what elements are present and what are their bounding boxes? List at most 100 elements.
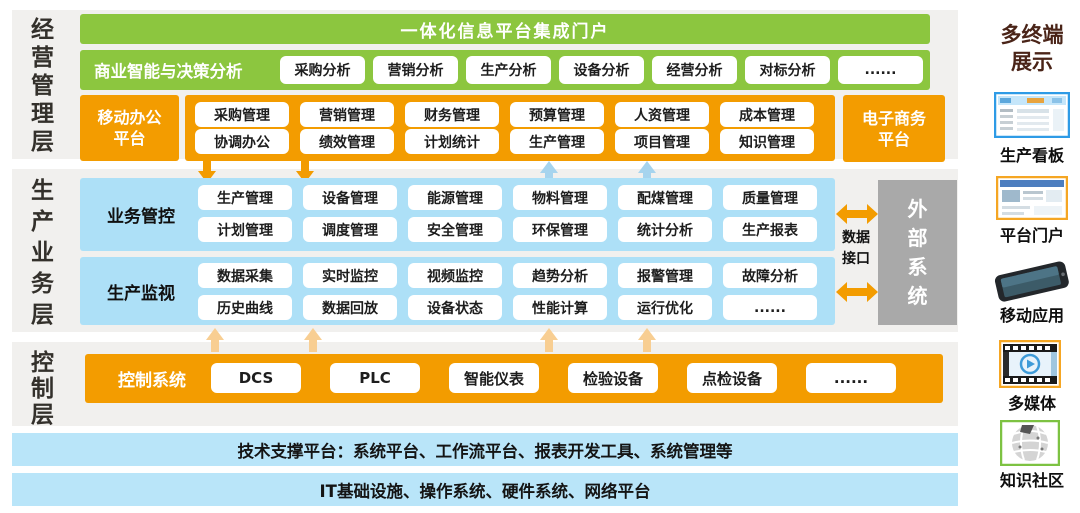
bi-bar-label: 商业智能与决策分析	[94, 62, 243, 81]
business-control-chip: 设备管理	[303, 185, 397, 210]
production-monitor-chip: 运行优化	[618, 295, 712, 320]
it-infrastructure-text: IT基础设施、操作系统、硬件系统、网络平台	[319, 481, 651, 501]
knowledge-community-icon	[1000, 420, 1060, 466]
mobile-office-chip: 人资管理	[615, 102, 709, 127]
bi-analysis-chip: 采购分析	[280, 56, 365, 84]
support-platform-bar: 技术支撑平台：系统平台、工作流平台、报表开发工具、系统管理等	[12, 433, 958, 466]
up-arrow-icon	[304, 328, 322, 352]
double-arrow-icon	[836, 282, 878, 302]
business-control-chip: 能源管理	[408, 185, 502, 210]
mobile-office-chip: 生产管理	[510, 129, 604, 154]
business-control-chip: 生产管理	[198, 185, 292, 210]
mobile-office-chip: 计划统计	[405, 129, 499, 154]
ecommerce-box: 电子商务平台	[843, 95, 945, 162]
production-monitor-label: 生产监视	[107, 283, 175, 304]
production-dashboard-icon	[994, 92, 1070, 138]
business-control-rows: 生产管理设备管理能源管理物料管理配煤管理质量管理 计划管理调度管理安全管理环保管…	[198, 185, 817, 242]
production-monitor-rows: 数据采集实时监控视频监控趋势分析报警管理故障分析 历史曲线数据回放设备状态性能计…	[198, 263, 817, 320]
bi-analysis-chip: 设备分析	[559, 56, 644, 84]
bi-analysis-chip: 生产分析	[466, 56, 551, 84]
ecommerce-label: 电子商务平台	[861, 108, 926, 149]
terminal-label-knowledge: 知识社区	[999, 471, 1064, 490]
up-arrow-icon	[206, 328, 224, 352]
layer-label-management: 经营管理层	[31, 17, 54, 155]
production-monitor-chip: ......	[723, 295, 817, 320]
mobile-office-row-1: 采购管理营销管理财务管理预算管理人资管理成本管理	[195, 102, 825, 127]
it-infrastructure-bar: IT基础设施、操作系统、硬件系统、网络平台	[12, 473, 958, 506]
up-arrow-icon	[540, 328, 558, 352]
mobile-office-chip: 知识管理	[720, 129, 814, 154]
terminal-label-multimedia: 多媒体	[1007, 394, 1056, 413]
bi-bar: 商业智能与决策分析 采购分析营销分析生产分析设备分析经营分析对标分析......	[80, 50, 930, 90]
terminal-label-mobile: 移动应用	[999, 306, 1064, 325]
down-arrow-icon	[198, 161, 216, 183]
up-arrow-icon	[638, 161, 656, 183]
business-control-row-1: 生产管理设备管理能源管理物料管理配煤管理质量管理	[198, 185, 817, 210]
control-system-chips: DCS PLC 智能仪表检验设备点检设备......	[211, 363, 896, 393]
business-control-row-2: 计划管理调度管理安全管理环保管理统计分析生产报表	[198, 217, 817, 242]
control-system-chip: PLC	[330, 363, 420, 393]
control-system-label: 控制系统	[118, 371, 186, 391]
business-control-chip: 统计分析	[618, 217, 712, 242]
platform-portal-icon	[996, 176, 1068, 220]
control-system-chip: 点检设备	[687, 363, 777, 393]
mobile-office-chip: 绩效管理	[300, 129, 394, 154]
production-monitor-row-2: 历史曲线数据回放设备状态性能计算运行优化......	[198, 295, 817, 320]
production-monitor-chip: 数据回放	[303, 295, 397, 320]
production-monitor-chip: 实时监控	[303, 263, 397, 288]
mobile-office-chip: 协调办公	[195, 129, 289, 154]
external-system-box: 外部系统	[878, 180, 957, 325]
mobile-office-chip: 采购管理	[195, 102, 289, 127]
mobile-office-chip: 财务管理	[405, 102, 499, 127]
up-arrow-icon	[540, 161, 558, 183]
terminal-label-portal: 平台门户	[999, 226, 1064, 245]
business-control-chip: 生产报表	[723, 217, 817, 242]
business-control-box: 业务管控 生产管理设备管理能源管理物料管理配煤管理质量管理 计划管理调度管理安全…	[80, 178, 835, 251]
bi-analysis-chip: 营销分析	[373, 56, 458, 84]
mobile-office-row-2: 协调办公绩效管理计划统计生产管理项目管理知识管理	[195, 129, 825, 154]
control-system-chip: ......	[806, 363, 896, 393]
production-monitor-row-1: 数据采集实时监控视频监控趋势分析报警管理故障分析	[198, 263, 817, 288]
portal-bar: 一体化信息平台集成门户	[80, 14, 930, 44]
business-control-chip: 物料管理	[513, 185, 607, 210]
production-monitor-chip: 报警管理	[618, 263, 712, 288]
production-monitor-chip: 性能计算	[513, 295, 607, 320]
up-arrow-icon	[638, 328, 656, 352]
mobile-app-icon	[994, 261, 1069, 302]
mobile-office-chip: 预算管理	[510, 102, 604, 127]
bi-analysis-chip: 经营分析	[652, 56, 737, 84]
bi-analysis-chip: ......	[838, 56, 923, 84]
layer-label-control: 控制层	[31, 350, 54, 428]
control-system-chip: DCS	[211, 363, 301, 393]
mobile-office-chip: 营销管理	[300, 102, 394, 127]
production-monitor-box: 生产监视 数据采集实时监控视频监控趋势分析报警管理故障分析 历史曲线数据回放设备…	[80, 257, 835, 325]
bi-analysis-chip: 对标分析	[745, 56, 830, 84]
mobile-office-label: 移动办公平台	[97, 108, 162, 148]
control-system-chip: 智能仪表	[449, 363, 539, 393]
mobile-office-box: 移动办公平台	[80, 95, 179, 161]
terminal-label-dashboard: 生产看板	[999, 146, 1064, 165]
business-control-chip: 环保管理	[513, 217, 607, 242]
business-control-label: 业务管控	[107, 207, 175, 227]
control-system-chip: 检验设备	[568, 363, 658, 393]
portal-bar-title: 一体化信息平台集成门户	[400, 21, 610, 42]
business-control-chip: 计划管理	[198, 217, 292, 242]
bi-chip-row: 采购分析营销分析生产分析设备分析经营分析对标分析......	[280, 56, 923, 84]
layer-label-production: 生产业务层	[31, 178, 54, 328]
business-control-chip: 调度管理	[303, 217, 397, 242]
business-control-chip: 配煤管理	[618, 185, 712, 210]
production-monitor-chip: 数据采集	[198, 263, 292, 288]
production-monitor-chip: 视频监控	[408, 263, 502, 288]
mobile-office-chip: 成本管理	[720, 102, 814, 127]
double-arrow-icon	[836, 204, 878, 224]
business-control-chip: 质量管理	[723, 185, 817, 210]
multimedia-icon	[999, 340, 1061, 388]
external-system-label: 外部系统	[907, 196, 928, 308]
production-monitor-chip: 设备状态	[408, 295, 502, 320]
mobile-office-chip: 项目管理	[615, 129, 709, 154]
mobile-office-grid: 采购管理营销管理财务管理预算管理人资管理成本管理 协调办公绩效管理计划统计生产管…	[185, 95, 835, 161]
data-interface-label: 数据接口	[842, 230, 870, 267]
business-control-chip: 安全管理	[408, 217, 502, 242]
control-system-bar: 控制系统 DCS PLC 智能仪表检验设备点检设备......	[85, 354, 943, 403]
